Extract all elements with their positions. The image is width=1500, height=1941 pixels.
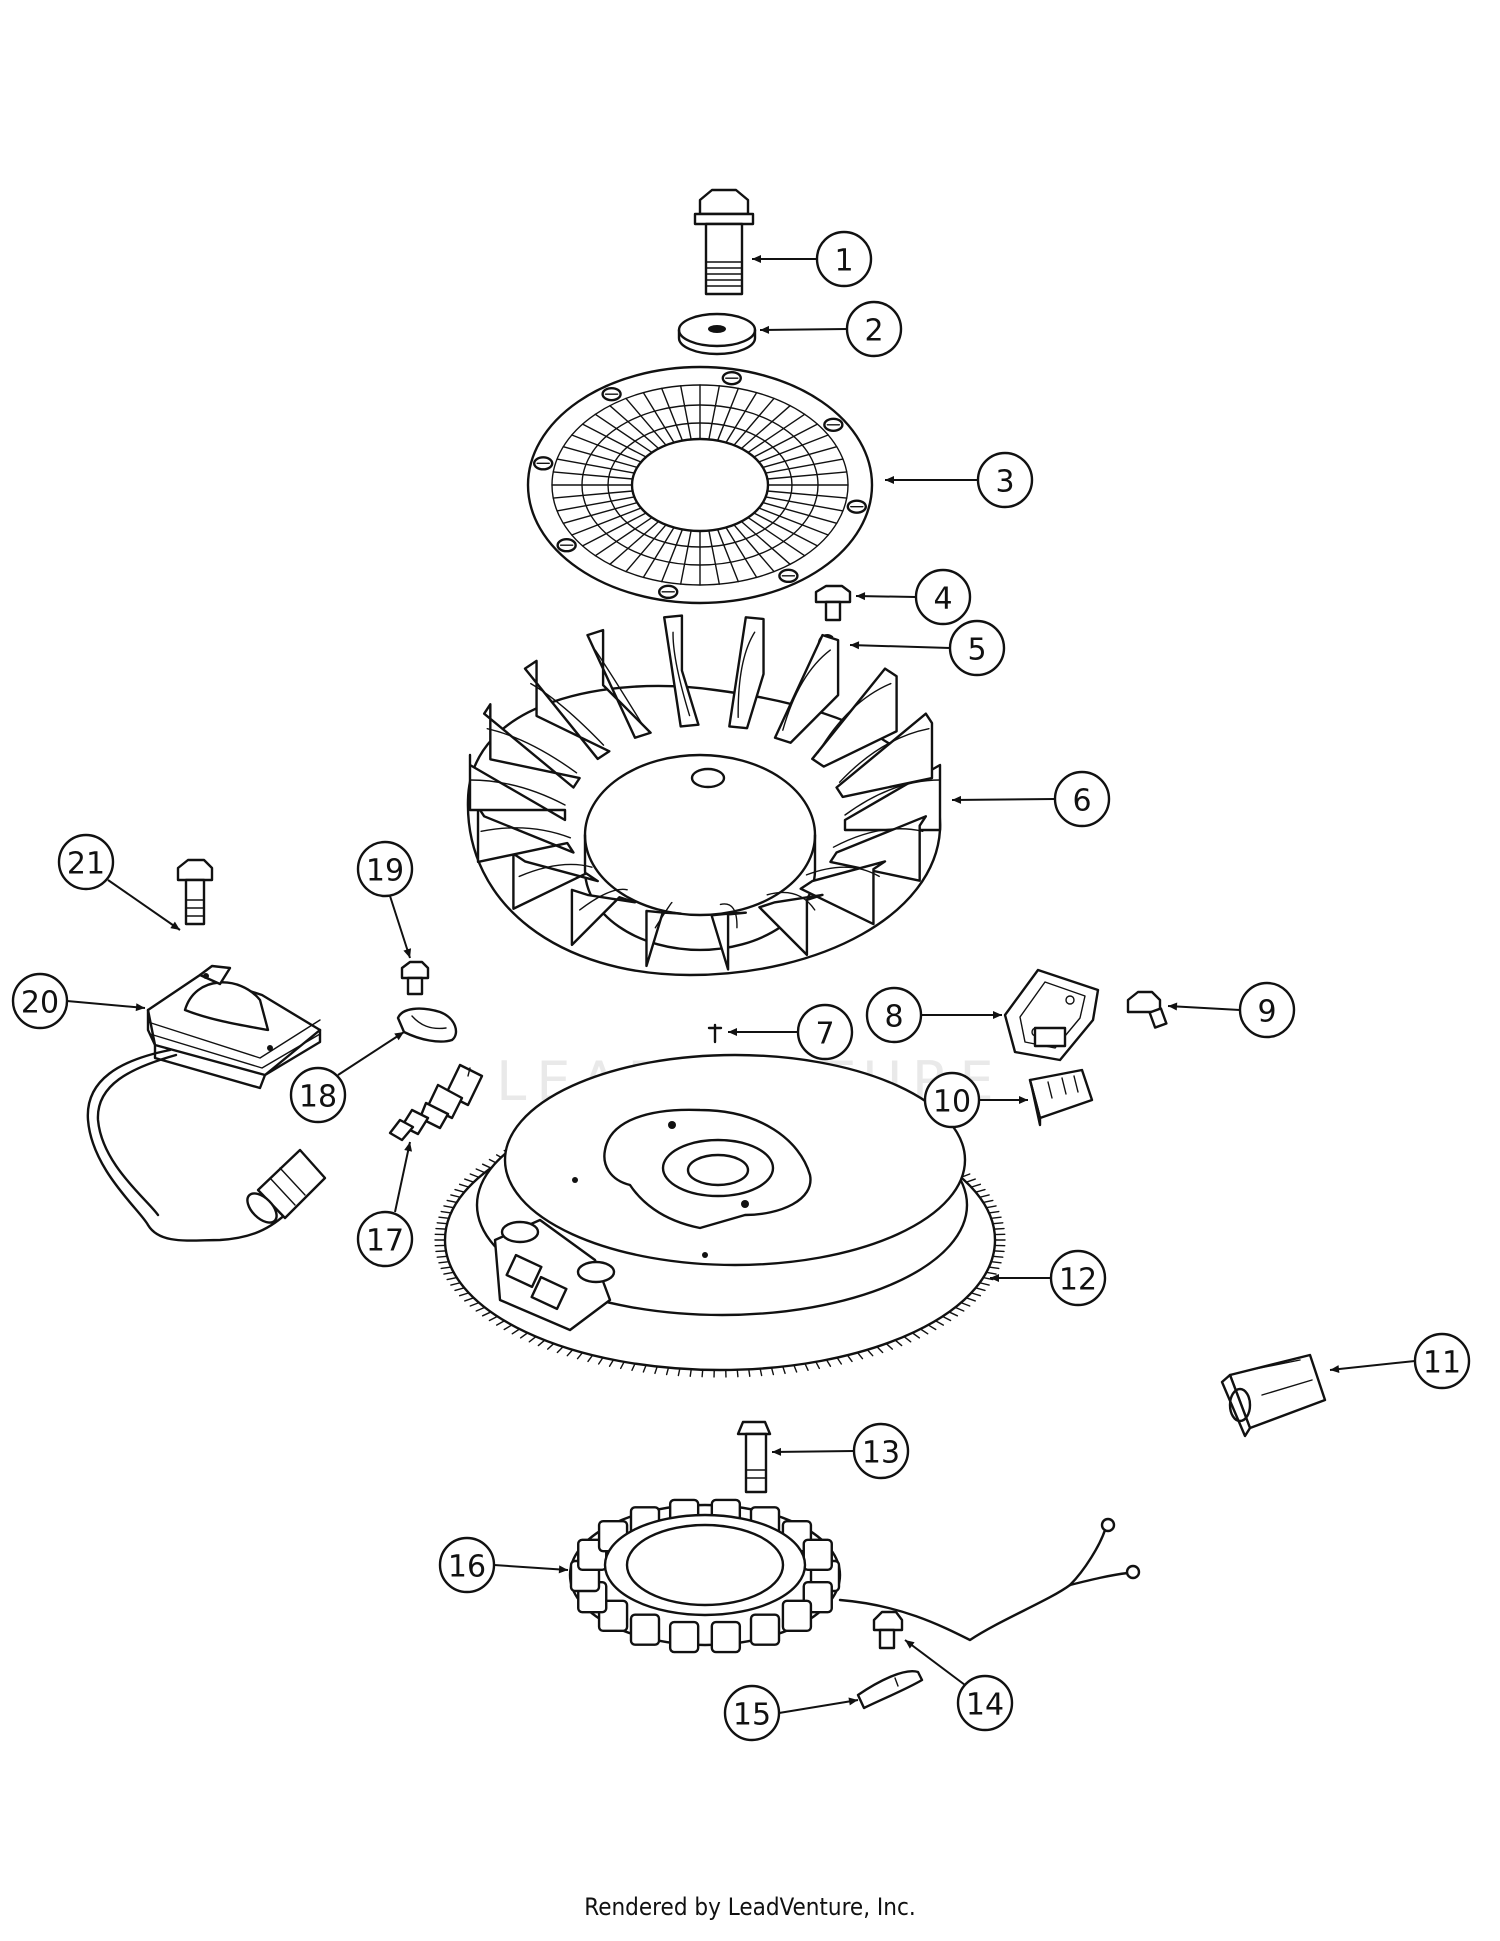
callout-7: 7 [796,1003,854,1061]
callout-12-label: 12 [1059,1263,1097,1298]
callout-4: 4 [914,568,972,626]
callout-15-label: 15 [733,1698,771,1733]
callout-15: 15 [723,1684,781,1742]
part-16-stator [568,1498,1141,1654]
callout-16: 16 [438,1536,496,1594]
part-17-sparkplug [388,1063,484,1142]
part-3-screen [526,365,874,605]
callout-11: 11 [1413,1332,1471,1390]
callout-9-label: 9 [1257,995,1276,1030]
part-7-pin [707,1023,723,1044]
part-14-screw [872,1610,904,1650]
part-20-ignition-coil [86,964,327,1242]
part-12-flywheel [434,1053,1006,1378]
part-11-mount [1220,1353,1327,1438]
callout-3-label: 3 [995,465,1014,500]
callout-21-label: 21 [67,847,105,882]
callout-14: 14 [956,1674,1014,1732]
callout-13-label: 13 [862,1436,900,1471]
part-15-clip [856,1670,924,1710]
callout-14-label: 14 [966,1688,1004,1723]
callout-10: 10 [923,1071,981,1129]
callouts: 1 2 3 4 5 6 7 8 9 10 11 12 13 14 15 16 1… [11,230,1471,1742]
callout-8-label: 8 [884,1000,903,1035]
callout-17-label: 17 [366,1224,404,1259]
callout-3: 3 [976,451,1034,509]
callout-19-label: 19 [366,854,404,889]
part-9-screw [1126,990,1168,1029]
part-18-clamp [396,1007,458,1043]
callout-13: 13 [852,1422,910,1480]
callout-20: 20 [11,972,69,1030]
callout-20-label: 20 [21,986,59,1021]
part-8-gasket [1003,968,1100,1062]
callout-21: 21 [57,833,115,891]
part-19-screw [400,960,430,996]
part-1-bolt [693,188,755,296]
callout-5-label: 5 [967,633,986,668]
part-13-bolt [736,1420,772,1494]
callout-2-label: 2 [864,314,883,349]
callout-8: 8 [865,986,923,1044]
part-10-rectifier [1028,1068,1094,1127]
callout-7-label: 7 [815,1017,834,1052]
callout-19: 19 [356,840,414,898]
callout-9: 9 [1238,981,1296,1039]
callout-6: 6 [1053,770,1111,828]
callout-12: 12 [1049,1249,1107,1307]
callout-18: 18 [289,1066,347,1124]
part-2-washer [677,312,757,356]
callout-1: 1 [815,230,873,288]
callout-18-label: 18 [299,1080,337,1115]
footer-credit: Rendered by LeadVenture, Inc. [584,1893,916,1921]
callout-2: 2 [845,300,903,358]
callout-16-label: 16 [448,1550,486,1585]
callout-10-label: 10 [933,1085,971,1120]
part-6-fan [466,614,942,977]
part-21-bolt [176,858,214,926]
callout-5: 5 [948,619,1006,677]
callout-17: 17 [356,1210,414,1268]
callout-4-label: 4 [933,582,952,617]
callout-11-label: 11 [1423,1346,1461,1381]
callout-6-label: 6 [1072,784,1091,819]
callout-1-label: 1 [834,244,853,279]
part-4-screw [814,584,852,622]
